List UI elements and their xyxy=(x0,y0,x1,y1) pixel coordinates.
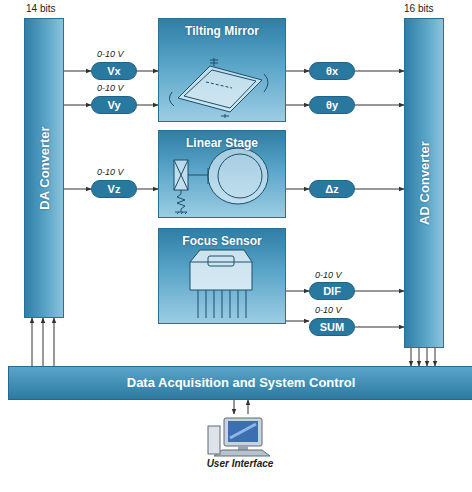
signal-pill: θy xyxy=(309,96,355,114)
signal-connector xyxy=(355,291,404,292)
signal-pill: SUM xyxy=(309,318,355,336)
signal-connector xyxy=(43,318,44,366)
signal-pill: Vz xyxy=(91,180,137,198)
signal-connector xyxy=(137,71,158,72)
signal-pill: DIF xyxy=(309,282,355,300)
signal-connector xyxy=(355,189,404,190)
signal-connector xyxy=(286,71,309,72)
voltage-range-label: 0-10 V xyxy=(97,167,124,177)
node-text: Tilting Mirror xyxy=(159,24,285,38)
node-text: Vz xyxy=(92,181,136,197)
signal-connector xyxy=(286,105,309,106)
node-text: θy xyxy=(310,97,354,113)
signal-connector xyxy=(64,105,91,106)
signal-pill: θx xyxy=(309,62,355,80)
node-text: DA Converter xyxy=(37,126,52,209)
node-text: User Interface xyxy=(190,458,290,469)
node-text: Vy xyxy=(92,97,136,113)
node-text: Vx xyxy=(92,63,136,79)
node-text: DIF xyxy=(310,283,354,299)
signal-connector xyxy=(234,400,235,414)
signal-pill: Δz xyxy=(309,180,355,198)
signal-connector xyxy=(355,105,404,106)
node-text: Linear Stage xyxy=(159,136,285,150)
user-interface: User Interface xyxy=(190,414,290,480)
voltage-range-label: 0-10 V xyxy=(315,270,342,280)
signal-connector xyxy=(435,348,436,366)
bit-width-label: 16 bits xyxy=(404,3,433,14)
signal-connector xyxy=(411,348,412,366)
signal-connector xyxy=(286,321,309,322)
signal-connector xyxy=(137,105,158,106)
voltage-range-label: 0-10 V xyxy=(97,49,124,59)
signal-connector xyxy=(64,189,91,190)
voltage-range-label: 0-10 V xyxy=(97,83,124,93)
node-text: θx xyxy=(310,63,354,79)
process-box: Tilting Mirror xyxy=(158,18,286,122)
bit-width-label: 14 bits xyxy=(26,3,55,14)
signal-connector xyxy=(355,327,404,328)
process-box: Focus Sensor xyxy=(158,228,286,324)
signal-connector xyxy=(32,318,33,366)
signal-connector xyxy=(54,318,55,366)
signal-connector xyxy=(427,348,428,366)
signal-pill: Vx xyxy=(91,62,137,80)
converter-box: AD Converter xyxy=(404,18,444,348)
signal-pill: Vy xyxy=(91,96,137,114)
node-text: Data Acquisition and System Control xyxy=(9,367,472,399)
signal-connector xyxy=(137,189,158,190)
stage-illustration xyxy=(174,148,268,214)
computer-icon xyxy=(208,418,270,456)
node-text: SUM xyxy=(310,319,354,335)
control-bar: Data Acquisition and System Control xyxy=(8,366,472,400)
mirror-illustration xyxy=(169,58,268,118)
process-box: Linear Stage xyxy=(158,130,286,218)
signal-connector xyxy=(419,348,420,366)
converter-box: DA Converter xyxy=(24,18,64,318)
signal-connector xyxy=(64,71,91,72)
node-text: Focus Sensor xyxy=(159,234,285,248)
signal-connector xyxy=(286,189,309,190)
node-text: AD Converter xyxy=(417,141,432,225)
signal-connector xyxy=(355,71,404,72)
signal-connector xyxy=(286,291,309,292)
sensor-illustration xyxy=(190,250,252,318)
voltage-range-label: 0-10 V xyxy=(315,305,342,315)
node-text: Δz xyxy=(310,181,354,197)
signal-connector xyxy=(248,400,249,414)
